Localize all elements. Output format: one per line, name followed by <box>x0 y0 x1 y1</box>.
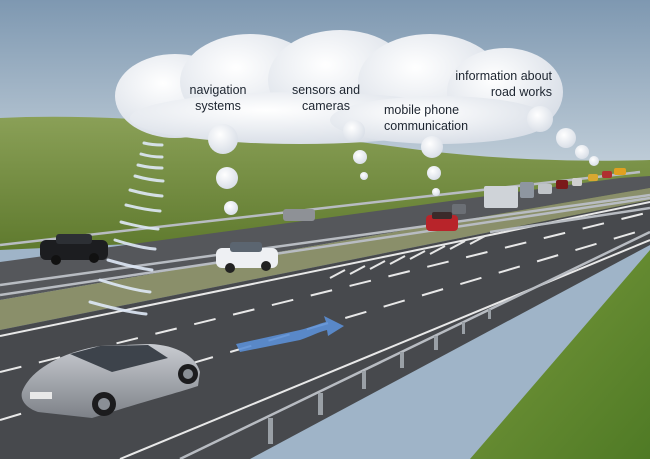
road-works-info-label: information about road works <box>455 69 552 99</box>
silver-car <box>21 344 200 418</box>
guardrail-posts <box>268 309 491 444</box>
oncoming-car <box>283 209 315 221</box>
navigation-systems-label: navigation systems <box>189 83 247 113</box>
mobile-phone-label: mobile phone communication <box>384 103 469 133</box>
right-grass <box>470 250 650 459</box>
exit-hatching <box>329 235 486 279</box>
lane-change-arrow <box>236 316 344 352</box>
cloud-bubbles <box>208 106 599 215</box>
traffic-queue <box>452 168 626 214</box>
black-car <box>40 234 108 265</box>
sensors-cameras-label: sensors and cameras <box>291 83 361 113</box>
signal-waves <box>88 141 165 316</box>
white-car <box>216 242 278 273</box>
red-car <box>426 212 458 231</box>
